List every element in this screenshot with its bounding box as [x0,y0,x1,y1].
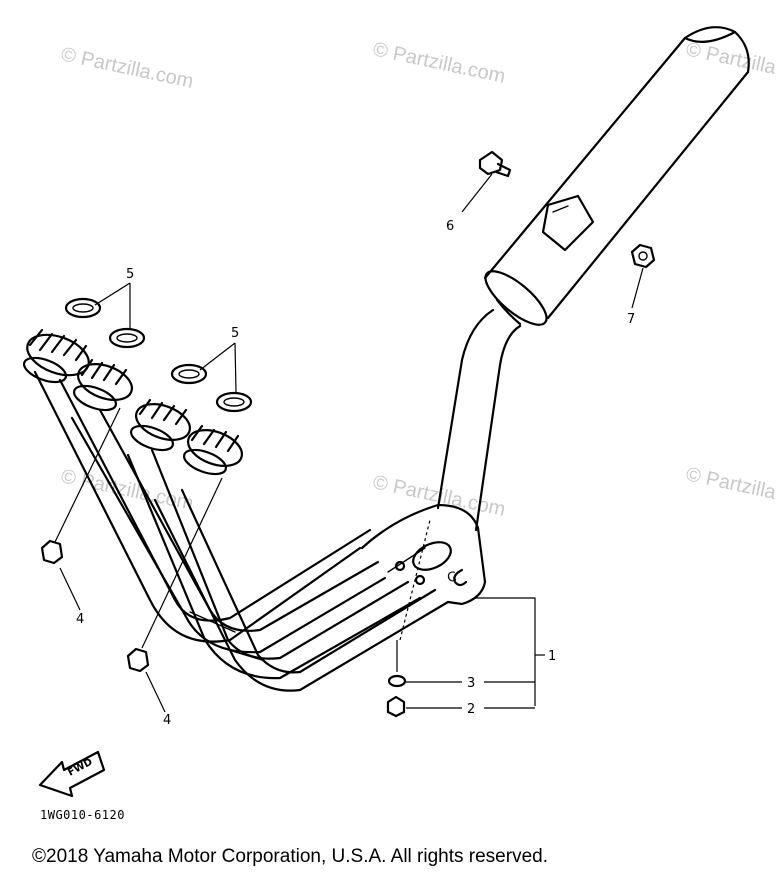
gasket-2 [108,327,146,349]
flange-3 [129,398,191,452]
watermarks: © Partzilla.com © Partzilla.com © Partzi… [59,38,776,521]
callout-6: 6 [446,219,454,234]
flange-nuts [40,539,150,673]
nut-7 [630,243,656,269]
gaskets [64,297,253,413]
gasket-4 [215,391,253,413]
callout-4a: 4 [76,612,84,627]
rear-pipe [436,308,522,532]
callout-1: 1 [548,649,556,664]
flange-1 [22,328,90,384]
flange-2 [72,358,133,412]
collector-box [360,503,487,606]
leader-lines [54,173,644,713]
washer-3 [387,674,407,688]
callout-7: 7 [627,312,635,327]
callout-5b: 5 [231,326,239,341]
fwd-arrow-icon: FWD [38,750,106,798]
nut-4b [126,647,150,673]
callout-4b: 4 [163,713,171,728]
header-pipes [22,328,450,692]
callout-5a: 5 [126,267,134,282]
copyright-notice: ©2018 Yamaha Motor Corporation, U.S.A. A… [32,846,548,867]
callouts: 1 2 3 4 4 5 5 6 7 [76,219,635,728]
bolt-2 [386,695,406,718]
gasket-3 [170,363,208,385]
watermark-2: © Partzilla.com [371,38,507,88]
gasket-1 [64,297,102,319]
bolt-6 [478,150,512,178]
watermark-3: © Partzilla.com [684,38,776,88]
watermark-5: © Partzilla.com [684,463,776,513]
collector-stamp-letter: C [446,570,458,586]
fwd-label: FWD [66,757,94,779]
callout-2: 2 [467,702,475,717]
callout-3: 3 [467,676,475,691]
watermark-1: © Partzilla.com [59,43,195,93]
diagram-code: 1WG010-6120 [40,808,125,822]
muffler [483,26,750,326]
flange-4 [182,424,243,476]
nut-4a [40,539,64,565]
